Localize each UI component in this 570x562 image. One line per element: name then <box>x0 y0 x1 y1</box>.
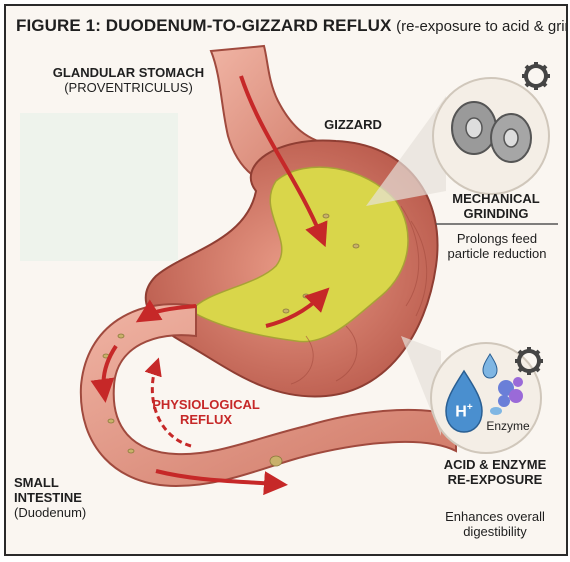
small-droplet-icon <box>482 353 498 379</box>
small-intestine-label: SMALL INTESTINE (Duodenum) <box>14 475 87 521</box>
grinding-text: GRINDING <box>463 205 529 221</box>
duodenum-text: (Duodenum) <box>14 504 87 520</box>
callout-wedge-bottom <box>401 336 441 436</box>
prolongs-line2: particle reduction <box>447 245 547 261</box>
reflux-dashed-arrow <box>144 357 192 448</box>
glandular-stomach-text: GLANDULAR STOMACH <box>52 65 205 80</box>
enzyme-label: Enzyme <box>478 419 538 434</box>
acid-enzyme-label: ACID & ENZYME RE-EXPOSURE <box>430 457 560 488</box>
blank-panel <box>20 113 178 261</box>
glandular-stomach-label: GLANDULAR STOMACH (PROVENTRICULUS) <box>46 65 211 96</box>
acid-droplet-icon <box>445 369 483 433</box>
prolongs-caption: Prolongs feed particle reduction <box>432 231 562 262</box>
reflux-text: REFLUX <box>180 411 232 427</box>
enhances-line2: digestibility <box>463 523 527 539</box>
figure-title: FIGURE 1: DUODENUM-TO-GIZZARD REFLUX (re… <box>16 16 566 36</box>
enzyme-text: Enzyme <box>486 419 530 433</box>
small-text: SMALL <box>14 475 59 490</box>
re-exposure-text: RE-EXPOSURE <box>447 471 543 487</box>
gear-icon-bottom <box>515 347 543 375</box>
intestine-text: INTESTINE <box>14 489 82 505</box>
gear-icon <box>522 62 550 90</box>
mechanical-grinding-label: MECHANICAL GRINDING <box>434 191 558 222</box>
h-text: H <box>455 403 467 421</box>
small-intestine <box>79 303 457 488</box>
enzyme-icon <box>490 377 523 415</box>
title-subtitle: (re-exposure to acid & grinding) <box>396 18 566 35</box>
prolongs-line1: Prolongs feed <box>456 231 538 246</box>
plus-text: + <box>466 402 473 413</box>
acid-enzyme-text: ACID & ENZYME <box>443 457 547 472</box>
muscle-striations <box>290 205 428 385</box>
anatomy-illustration <box>79 44 558 496</box>
title-main: FIGURE 1: DUODENUM-TO-GIZZARD REFLUX <box>16 16 392 35</box>
flow-arrows <box>90 75 330 496</box>
enhances-line1: Enhances overall <box>445 509 545 524</box>
h-plus-label: H+ <box>452 402 476 422</box>
physiological-reflux-label: PHYSIOLOGICAL REFLUX <box>146 397 266 428</box>
callout-wedge-top <box>366 96 446 206</box>
proventriculus-text: (PROVENTRICULUS) <box>64 79 193 95</box>
figure-frame: FIGURE 1: DUODENUM-TO-GIZZARD REFLUX (re… <box>4 4 568 556</box>
gizzard-label: GIZZARD <box>318 117 388 133</box>
mechanical-text: MECHANICAL <box>452 191 540 206</box>
acid-callout-circle <box>430 342 542 454</box>
grinding-stones-icon <box>451 101 532 163</box>
gizzard-text: GIZZARD <box>324 117 382 132</box>
physiological-text: PHYSIOLOGICAL <box>152 397 260 412</box>
enhances-caption: Enhances overall digestibility <box>430 509 560 540</box>
